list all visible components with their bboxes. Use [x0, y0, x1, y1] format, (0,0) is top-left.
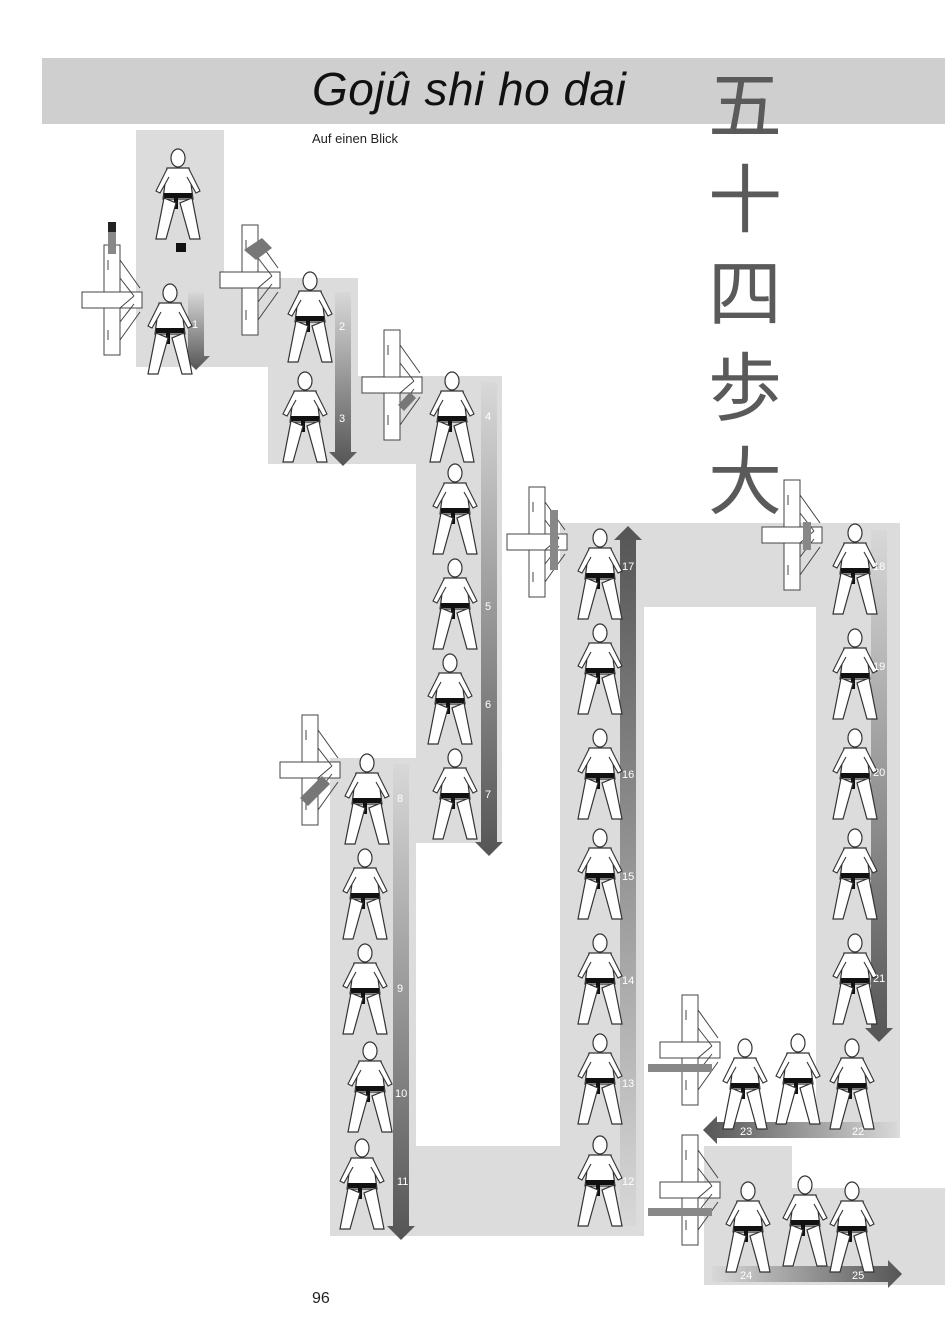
kanji-char: 大: [708, 440, 782, 526]
page-title: Gojû shi ho dai: [312, 63, 627, 115]
step-number: 10: [395, 1088, 407, 1100]
step-number: 4: [485, 411, 491, 423]
step-number: 3: [339, 413, 345, 425]
step-number: 18: [873, 561, 885, 573]
step-number: 22: [852, 1126, 864, 1138]
page-number: 96: [312, 1290, 330, 1307]
step-number: 11: [397, 1176, 408, 1188]
step-number: 8: [397, 793, 403, 805]
direction-arrow-icon: [329, 292, 357, 466]
direction-arrow-icon: [475, 382, 503, 856]
step-number: 17: [622, 561, 634, 573]
direction-arrow-icon: [614, 526, 642, 1226]
embusen-diagrams: [81, 222, 823, 1246]
kanji-char: 四: [708, 252, 782, 338]
karateka-figures: [147, 148, 878, 1273]
step-number: 1: [192, 319, 198, 331]
title-band: [42, 58, 945, 124]
step-number: 20: [873, 767, 885, 779]
direction-arrow-icon: [182, 292, 210, 370]
step-number: 21: [873, 973, 885, 985]
step-number: 25: [852, 1270, 864, 1282]
embusen-diagram-icon: [81, 244, 143, 356]
direction-arrow-icon: [387, 764, 415, 1240]
step-number: 12: [622, 1176, 634, 1188]
step-number: 9: [397, 983, 403, 995]
step-number: 14: [622, 975, 634, 987]
kanji-char: 歩: [708, 346, 782, 432]
page-subtitle: Auf einen Blick: [312, 131, 398, 146]
step-number: 2: [339, 321, 345, 333]
step-number: 24: [740, 1270, 752, 1282]
kanji-column: 五 十 四 歩 大: [690, 60, 800, 530]
kanji-char: 五: [708, 64, 782, 150]
step-number: 15: [622, 871, 634, 883]
step-number: 19: [873, 661, 885, 673]
step-number: 5: [485, 601, 491, 613]
step-number: 23: [740, 1126, 752, 1138]
step-number: 7: [485, 789, 491, 801]
step-number: 13: [622, 1078, 634, 1090]
step-numbers: 1 2 3 4 5 6 7 8 9 10 11 12 13 14 15 16 1…: [192, 319, 885, 1282]
kanji-char: 十: [708, 158, 782, 244]
step-number: 16: [622, 769, 634, 781]
direction-arrow-icon: [703, 1116, 897, 1144]
step-number: 6: [485, 699, 491, 711]
